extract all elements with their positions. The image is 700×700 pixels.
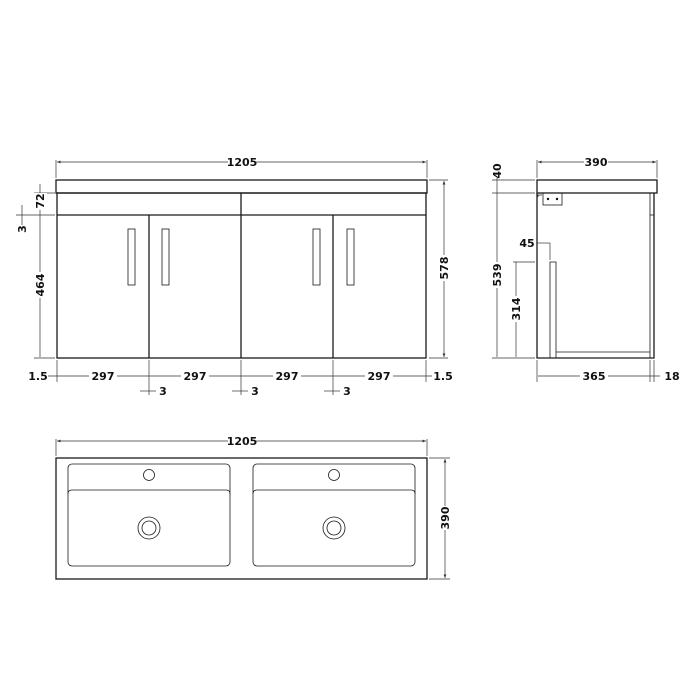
dim-inner-offset: 45 xyxy=(519,237,534,250)
wall-bracket xyxy=(542,192,563,206)
dim-door-width: 297 xyxy=(276,370,299,383)
dim-door-width: 297 xyxy=(368,370,391,383)
basin-right xyxy=(252,463,416,567)
dim-door-gap: 3 xyxy=(251,385,259,398)
dim-top-depth: 390 xyxy=(439,506,452,529)
dim-body-height: 539 xyxy=(491,264,504,287)
top-view: 1205 390 xyxy=(55,434,452,580)
side-view: 390 40 539 45 314 365 18 xyxy=(490,155,680,383)
basin-left xyxy=(67,463,231,567)
dim-door-width: 297 xyxy=(184,370,207,383)
basin-outline xyxy=(55,457,428,580)
waste-outlet xyxy=(322,516,346,540)
front-view: 1205 578 72 3 464 1.5 297 297 297 297 1.… xyxy=(16,155,454,398)
dim-inner-height: 314 xyxy=(510,297,523,320)
inner-panel xyxy=(549,261,557,358)
dim-top-thickness: 40 xyxy=(491,163,504,179)
dim-door-width: 297 xyxy=(92,370,115,383)
dim-width: 1205 xyxy=(227,156,258,169)
dim-inner-depth: 365 xyxy=(583,370,606,383)
side-worktop xyxy=(536,179,658,194)
door-handle xyxy=(312,228,321,286)
door-handle xyxy=(161,228,170,286)
dim-door-height: 464 xyxy=(34,273,47,296)
door-handle xyxy=(127,228,136,286)
dim-total-height: 578 xyxy=(438,257,451,280)
dim-top-width: 1205 xyxy=(227,435,258,448)
side-body xyxy=(536,193,655,359)
dim-door-gap: 3 xyxy=(159,385,167,398)
dim-edge-right: 1.5 xyxy=(433,370,453,383)
tap-hole xyxy=(328,469,340,481)
dim-gap-top: 3 xyxy=(16,225,29,233)
dim-side-thickness: 18 xyxy=(664,370,679,383)
dim-depth: 390 xyxy=(585,156,608,169)
tap-hole xyxy=(143,469,155,481)
waste-outlet xyxy=(137,516,161,540)
dim-door-gap: 3 xyxy=(343,385,351,398)
door-handle xyxy=(346,228,355,286)
dim-edge-left: 1.5 xyxy=(28,370,48,383)
worktop xyxy=(55,179,428,194)
dim-plinth: 72 xyxy=(34,193,47,208)
